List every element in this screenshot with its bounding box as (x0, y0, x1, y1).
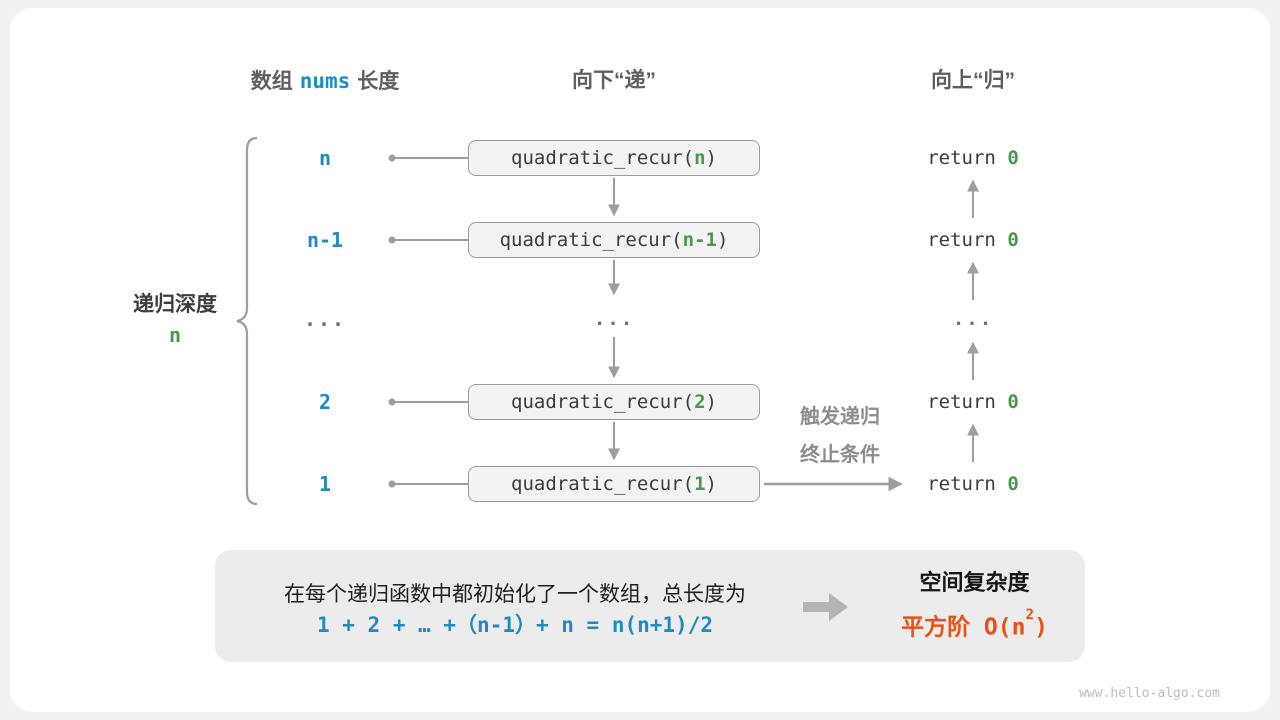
call-fn: quadratic_recur( (511, 473, 695, 495)
right-arrow-icon (803, 593, 848, 621)
return-keyword: return (927, 473, 1008, 495)
return-value: 0 (1007, 473, 1019, 495)
return-keyword: return (927, 229, 1008, 251)
complexity-exponent: 2 (1025, 606, 1035, 623)
return-value: 0 (1007, 391, 1019, 413)
column-header-return: 向上“归” (931, 69, 1015, 92)
terminate-condition-line1: 触发递归 (800, 406, 880, 428)
call-box: quadratic_recur(n-1) (468, 222, 760, 258)
call-fn: quadratic_recur( (511, 391, 695, 413)
call-close: ) (705, 391, 717, 413)
summary-formula: 1 + 2 + … +（n-1）+ n = n(n+1)/2 (316, 613, 713, 637)
call-close: ) (705, 473, 717, 495)
array-length-label: n (318, 146, 332, 170)
complexity-post: ) (1034, 614, 1048, 641)
recursion-depth-brace (236, 136, 258, 506)
return-label: return 0 (888, 140, 1058, 176)
return-label: return 0 (888, 384, 1058, 420)
call-box: quadratic_recur(n) (468, 140, 760, 176)
header-text-post: 长度 (357, 70, 400, 93)
call-fn: quadratic_recur( (499, 229, 683, 251)
summary-description: 在每个递归函数中都初始化了一个数组，总长度为 (284, 583, 746, 606)
array-length-label: 1 (318, 472, 332, 496)
return-keyword: return (927, 391, 1008, 413)
call-box: quadratic_recur(1) (468, 466, 760, 502)
summary-panel: 在每个递归函数中都初始化了一个数组，总长度为 1 + 2 + … +（n-1）+… (215, 550, 1085, 662)
connector-dots (388, 154, 396, 488)
complexity-pre: 平方阶 O(n (901, 614, 1026, 641)
return-ellipsis: ... (952, 308, 994, 330)
return-value: 0 (1007, 147, 1019, 169)
call-ellipsis: ... (593, 308, 635, 330)
array-length-label: 2 (318, 390, 332, 414)
call-arg: 1 (694, 473, 706, 495)
column-header-recurse: 向下“递” (572, 69, 656, 92)
call-arg: n (694, 147, 706, 169)
call-arg: 2 (694, 391, 706, 413)
array-length-ellipsis: ... (303, 307, 347, 331)
complexity-title: 空间复杂度 (919, 570, 1030, 595)
array-length-label: n-1 (306, 228, 344, 252)
call-box: quadratic_recur(2) (468, 384, 760, 420)
header-text-pre: 数组 (250, 70, 293, 93)
watermark: www.hello-algo.com (1079, 686, 1220, 701)
length-connectors (392, 157, 468, 485)
header-code-nums: nums (299, 69, 351, 93)
complexity-value: 平方阶 O(n2) (872, 606, 1077, 641)
return-value: 0 (1007, 229, 1019, 251)
return-label: return 0 (888, 222, 1058, 258)
terminate-condition-line2: 终止条件 (800, 444, 880, 466)
recursion-depth-label: 递归深度 (133, 293, 217, 316)
return-label: return 0 (888, 466, 1058, 502)
column-header-array-length: 数组 nums 长度 (175, 66, 475, 96)
call-fn: quadratic_recur( (511, 147, 695, 169)
recursion-depth-value: n (168, 323, 182, 347)
diagram-card: 数组 nums 长度 向下“递” 向上“归” 递归深度 n n quadratic_… (10, 8, 1270, 712)
call-close: ) (705, 147, 717, 169)
return-keyword: return (927, 147, 1008, 169)
call-arg: n-1 (682, 229, 717, 251)
call-close: ) (716, 229, 729, 251)
